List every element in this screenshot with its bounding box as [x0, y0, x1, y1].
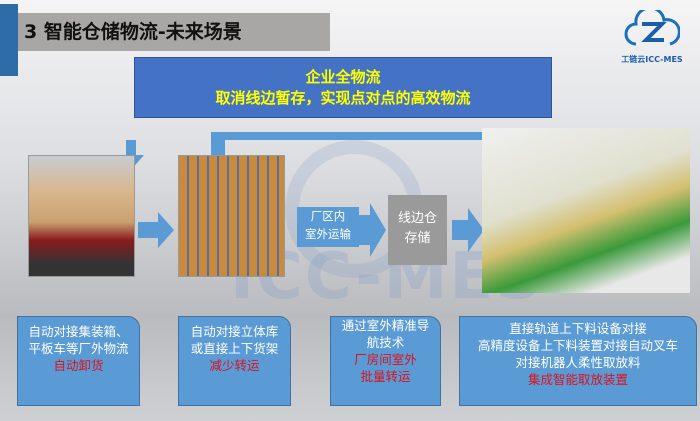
info-box-unloading: 自动对接集装箱、 平板车等厂外物流 自动卸货: [17, 316, 140, 406]
arrow-to-buffer: [358, 203, 386, 257]
banner-line-1: 企业全物流: [305, 68, 381, 86]
page-title: 3 智能仓储物流-未来场景: [18, 13, 330, 51]
title-accent-strip: [0, 4, 18, 76]
arrow-to-machine: [452, 208, 484, 252]
arrow-truck-to-warehouse: [138, 212, 174, 248]
warehouse-image: [178, 155, 285, 277]
info-box-integration: 直接轨道上下料设备对接 高精度设备上下料装置对接自动叉车 对接机器人柔性取放料 …: [459, 316, 697, 406]
buffer-storage-box: 线边仓 存储: [388, 195, 447, 265]
info-box-warehouse: 自动对接立体库 或直接上下货架 减少转运: [178, 316, 291, 406]
truck-image: [28, 155, 135, 277]
transport-label: 厂区内 室外运输: [297, 207, 359, 247]
logo-text: 工链云ICC-MES: [621, 55, 683, 64]
banner-line-2: 取消线边暂存，实现点对点的高效物流: [215, 89, 471, 107]
production-line-image: [482, 128, 690, 293]
info-box-transport: 通过室外精准导 航技术 厂房间室外 批量转运: [330, 316, 441, 406]
banner: 企业全物流 取消线边暂存，实现点对点的高效物流: [134, 57, 552, 118]
